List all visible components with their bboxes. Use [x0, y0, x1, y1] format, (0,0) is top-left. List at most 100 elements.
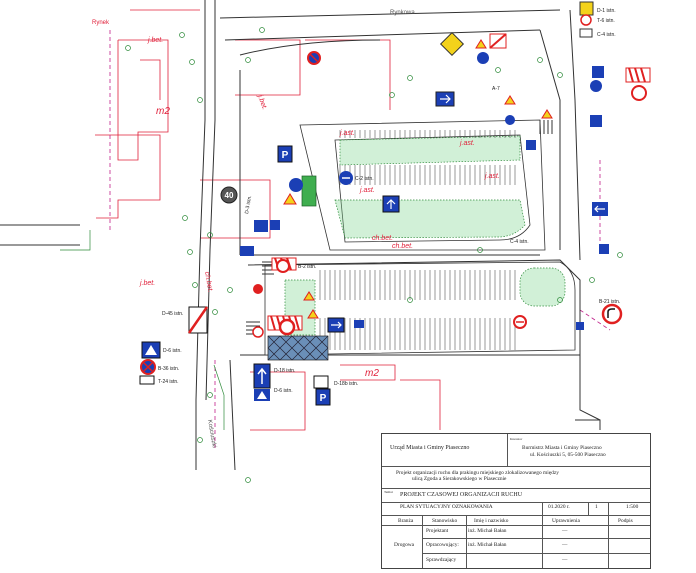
- street-labels: Rynek Rynkowa Kościuszki: [92, 10, 415, 448]
- tree-symbol: [187, 249, 193, 255]
- surface-label: j.bet.: [256, 93, 268, 111]
- prohibition-sign: [580, 14, 592, 26]
- sign-label: D-45 istn.: [162, 311, 183, 317]
- phase-title: PROJEKT CZASOWEJ ORGANIZACJI RUCHU: [400, 492, 523, 498]
- role-drafter: Opracowujący:: [426, 542, 459, 548]
- investor-label: Inwestor: [510, 437, 523, 441]
- surface-label: j.ast.: [359, 187, 375, 194]
- surface-label: ch.bet.: [392, 243, 413, 250]
- tree-symbol: [197, 97, 203, 103]
- sign-label: D-6 istn.: [274, 388, 293, 394]
- sign-label: B-21 istn.: [599, 299, 620, 305]
- sheet-number: 1: [595, 504, 598, 510]
- surface-label: j.bet.: [147, 37, 163, 44]
- svg-text:P: P: [320, 393, 327, 404]
- sign-label: A-7: [492, 86, 500, 92]
- header-name: Imię i nazwisko: [474, 518, 509, 524]
- yellow-diamond-sign: [579, 1, 594, 16]
- drawing-date: 01.2020 r.: [548, 504, 570, 510]
- tree-symbol: [245, 477, 251, 483]
- sign-label: C-4 istn.: [597, 32, 616, 38]
- no-turn-sign: [601, 303, 623, 325]
- mandatory-sign: [477, 52, 489, 64]
- authority-name: Urząd Miasta i Gminy Piaseczno: [390, 445, 470, 451]
- header-position: Stanowisko: [432, 518, 458, 524]
- street-label: Rynkowa: [390, 10, 415, 16]
- building-label: m2: [156, 106, 170, 117]
- tree-symbol: [207, 232, 213, 238]
- lower-parking-lot: [264, 261, 576, 361]
- drawing-scale: 1:500: [626, 504, 639, 510]
- sign-label: D-18b istn.: [334, 381, 358, 387]
- speed-limit-value: 40: [225, 191, 234, 200]
- sign-label: B-36 istn.: [158, 366, 179, 372]
- tree-symbol: [227, 287, 233, 293]
- tree-symbol: [192, 282, 198, 288]
- designer-name: inż. Michał Bałan: [468, 528, 507, 534]
- project-title-line2: ulicą Zgoda a Sierakowskiego w Piaseczni…: [412, 476, 507, 482]
- parking-sign: [315, 388, 331, 406]
- surface-label: ch.bet.: [203, 271, 214, 293]
- green-linework: [60, 230, 225, 430]
- no-entry-sign: [276, 259, 290, 273]
- tree-symbol: [179, 32, 185, 38]
- parking-sign: [277, 145, 293, 163]
- mandatory-sign: [590, 80, 602, 92]
- speed-limit-sign: 40: [220, 186, 238, 204]
- trees: [125, 27, 623, 483]
- priority-road-sign: [439, 31, 465, 57]
- traffic-signs: D-1 istn. T-6 istn. C-4 istn. A-7 P C-2 …: [139, 1, 647, 406]
- surface-label: ch.bet.: [372, 235, 393, 242]
- sign-label: T-24 istn.: [158, 379, 179, 385]
- tree-symbol: [245, 57, 251, 63]
- plate-sign: [579, 28, 593, 38]
- investor-address: ul. Kościuszki 5, 05-500 Piaseczno: [530, 452, 606, 458]
- sign-label: D-3 istn.: [244, 195, 253, 214]
- role-designer: Projektant: [426, 528, 449, 534]
- tree-symbol: [557, 297, 563, 303]
- building-label: m2: [365, 368, 379, 379]
- tree-symbol: [537, 57, 543, 63]
- tree-symbol: [197, 437, 203, 443]
- stop-sign: [253, 284, 263, 294]
- surface-label: j.ast.: [459, 140, 475, 147]
- branch-name: Drogowa: [394, 542, 415, 548]
- tree-symbol: [557, 72, 563, 78]
- green-island: [301, 175, 317, 207]
- warning-sign: [475, 39, 487, 49]
- upper-parking-lot: [299, 119, 546, 251]
- tree-symbol: [495, 67, 501, 73]
- header-branch: Branża: [398, 518, 414, 524]
- tree-symbol: [182, 215, 188, 221]
- disabled-parking-bay: [267, 335, 329, 361]
- sign-label: C-2 istn.: [355, 176, 374, 182]
- surface-label: j.ast.: [484, 173, 500, 180]
- cadastral-lines: [95, 9, 441, 431]
- no-entry-sign: [631, 85, 647, 101]
- tree-symbol: [477, 247, 483, 253]
- info-sign: [592, 66, 604, 78]
- header-signature: Podpis: [618, 518, 633, 524]
- surface-label: j.bet.: [139, 280, 155, 287]
- tree-symbol: [589, 277, 595, 283]
- tree-symbol: [407, 75, 413, 81]
- tree-symbol: [389, 92, 395, 98]
- project-title: Projekt organizacji ruchu dla prakingu m…: [396, 470, 559, 476]
- surface-label: j.ast.: [339, 130, 355, 137]
- designer-licence: —: [562, 528, 568, 534]
- building-labels: m2 m2: [156, 106, 379, 379]
- checker-licence: —: [562, 557, 568, 563]
- tree-symbol: [617, 252, 623, 258]
- street-label: Rynek: [92, 20, 110, 26]
- section-label: Temat: [384, 490, 393, 494]
- sign-label: D-18 istn.: [274, 368, 295, 374]
- role-checker: Sprawdzający: [426, 557, 457, 563]
- sign-label: B-2 istn.: [298, 264, 316, 270]
- investor-name: Burmistrz Miasta i Gminy Piaseczno: [522, 445, 602, 451]
- road-edges: [0, 0, 601, 471]
- tree-symbol: [407, 297, 413, 303]
- tree-symbol: [125, 45, 131, 51]
- no-entry-sign: [278, 318, 296, 336]
- info-sign: [590, 115, 602, 127]
